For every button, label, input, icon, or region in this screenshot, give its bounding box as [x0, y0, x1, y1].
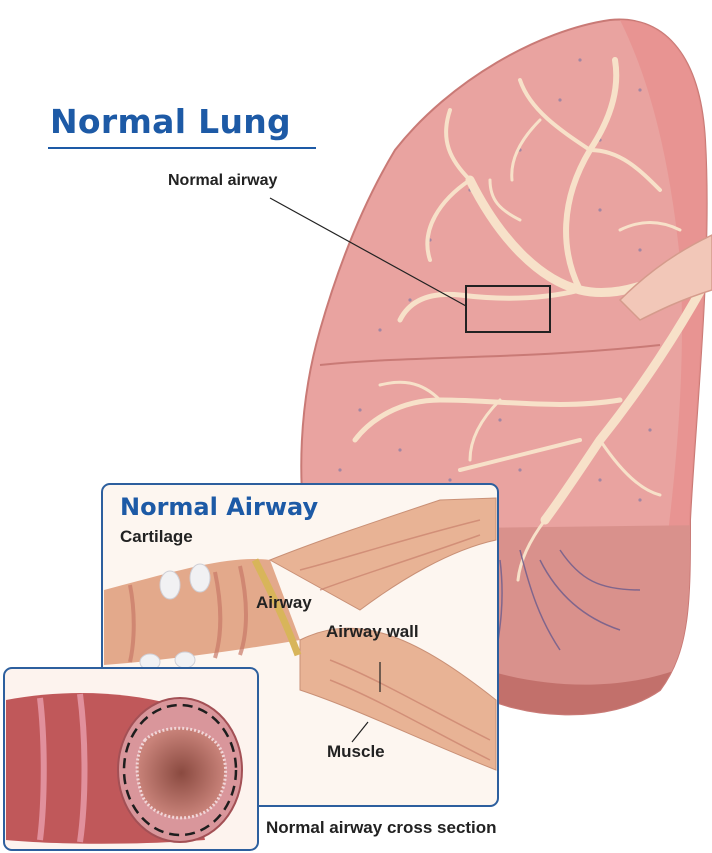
- label-muscle: Muscle: [327, 742, 385, 762]
- title-underline: [48, 147, 316, 149]
- label-airway: Airway: [256, 593, 312, 613]
- label-normal-airway: Normal airway: [168, 172, 277, 190]
- cross-section-inset: [4, 668, 258, 850]
- page-title: Normal Lung: [50, 102, 291, 141]
- panel-title: Normal Airway: [120, 493, 318, 521]
- label-cartilage: Cartilage: [120, 527, 193, 547]
- label-cross-section: Normal airway cross section: [266, 818, 497, 838]
- tube-lumen: [137, 728, 226, 818]
- label-airway-wall: Airway wall: [326, 622, 419, 642]
